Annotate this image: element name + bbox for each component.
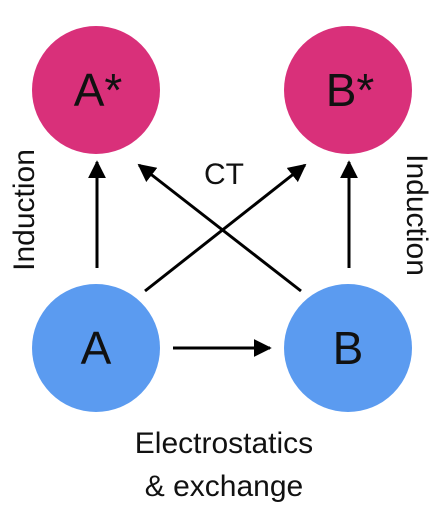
arrow-b-to-a-star [137,163,302,293]
node-b-star-label: B* [326,64,375,116]
node-a-label: A [81,322,112,374]
node-a-circle [32,284,160,412]
induction-right-label: Induction [400,154,433,276]
node-a-star-label: A* [74,64,123,116]
node-b-circle [284,284,412,412]
bottom-label-line1: Electrostatics [135,427,313,460]
arrow-a-to-b-star [144,163,307,293]
node-b-star-circle [284,26,412,154]
bottom-label-line2: & exchange [145,470,303,503]
node-b: B [284,284,412,412]
induction-left-label: Induction [8,149,41,271]
node-a: A [32,284,160,412]
node-b-star: B* [284,26,412,154]
node-a-star: A* [32,26,160,154]
node-a-star-circle [32,26,160,154]
ct-label: CT [204,158,244,191]
node-b-label: B [333,322,364,374]
